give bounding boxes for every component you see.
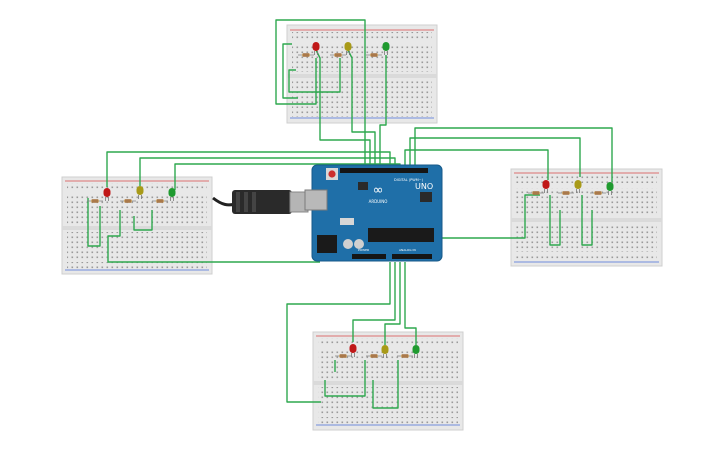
led-icon[interactable] [574, 180, 582, 193]
breadboard-bottom[interactable] [312, 331, 464, 431]
resistor-icon[interactable] [528, 191, 544, 195]
wire-bottom-gnd [286, 262, 391, 403]
board-model: UNO [415, 182, 433, 191]
wire-bottom-gnd3 [372, 360, 399, 409]
resistor-icon[interactable] [335, 354, 351, 358]
wire-left-gnd [107, 210, 320, 263]
led-icon[interactable] [136, 186, 144, 199]
resistor-icon[interactable] [298, 53, 314, 57]
led-icon[interactable] [381, 345, 389, 358]
wire-left-yellow [139, 157, 396, 186]
arduino-uno-board[interactable]: ∞ ARDUINO UNO DIGITAL (PWM~) POWER ANALO… [304, 164, 443, 262]
led-icon[interactable] [312, 42, 320, 55]
components [87, 42, 614, 358]
resistor-icon[interactable] [152, 199, 168, 203]
led-icon[interactable] [382, 42, 390, 55]
wire-right-gnd3 [581, 195, 593, 246]
wire-right-yellow [409, 137, 581, 177]
resistor-icon[interactable] [397, 354, 413, 358]
wire-bottom-green [404, 262, 417, 345]
resistor-icon[interactable] [366, 53, 382, 57]
led-icon[interactable] [344, 42, 352, 55]
led-icon[interactable] [349, 344, 357, 357]
arduino-logo-icon: ∞ [373, 183, 384, 198]
power-header-label: POWER [358, 248, 369, 252]
reset-button-icon[interactable] [326, 168, 338, 180]
wire-bottom-gnd2 [324, 360, 366, 397]
wire-right-red [404, 149, 549, 180]
analog-header-label: ANALOG IN [399, 248, 416, 252]
wire-top-red [315, 49, 371, 168]
wires [87, 19, 613, 409]
breadboard-right[interactable] [510, 168, 663, 267]
wire-bottom-red [352, 262, 396, 342]
resistor-icon[interactable] [366, 354, 382, 358]
wire-right-gnd [438, 194, 540, 239]
resistor-icon[interactable] [558, 191, 574, 195]
board-brand: ARDUINO [369, 199, 388, 204]
resistor-icon[interactable] [330, 53, 346, 57]
wire-right-gnd2 [549, 195, 561, 246]
resistor-icon[interactable] [590, 191, 606, 195]
led-icon[interactable] [606, 182, 614, 195]
led-icon[interactable] [542, 180, 550, 193]
wire-top-gnd2 [282, 43, 298, 99]
wire-top-yellow [347, 49, 376, 168]
led-icon[interactable] [103, 188, 111, 201]
wire-bottom-yellow [384, 262, 401, 345]
wire-left-gnd3 [133, 210, 153, 231]
digital-header-label: DIGITAL (PWM~) [394, 178, 424, 182]
usb-cable-icon [212, 190, 309, 214]
breadboard-top[interactable] [286, 24, 438, 124]
wire-left-gnd2 [87, 198, 101, 247]
resistor-icon[interactable] [87, 199, 103, 203]
led-icon[interactable] [168, 188, 176, 201]
wire-top-gnd3 [288, 58, 341, 93]
resistor-icon[interactable] [120, 199, 136, 203]
power-jack-icon [317, 235, 337, 253]
wire-right-green [414, 127, 613, 182]
wire-left-red [106, 151, 391, 187]
wire-top-gnd1 [275, 19, 366, 168]
wire-top-green [379, 55, 387, 168]
led-icon[interactable] [412, 345, 420, 358]
